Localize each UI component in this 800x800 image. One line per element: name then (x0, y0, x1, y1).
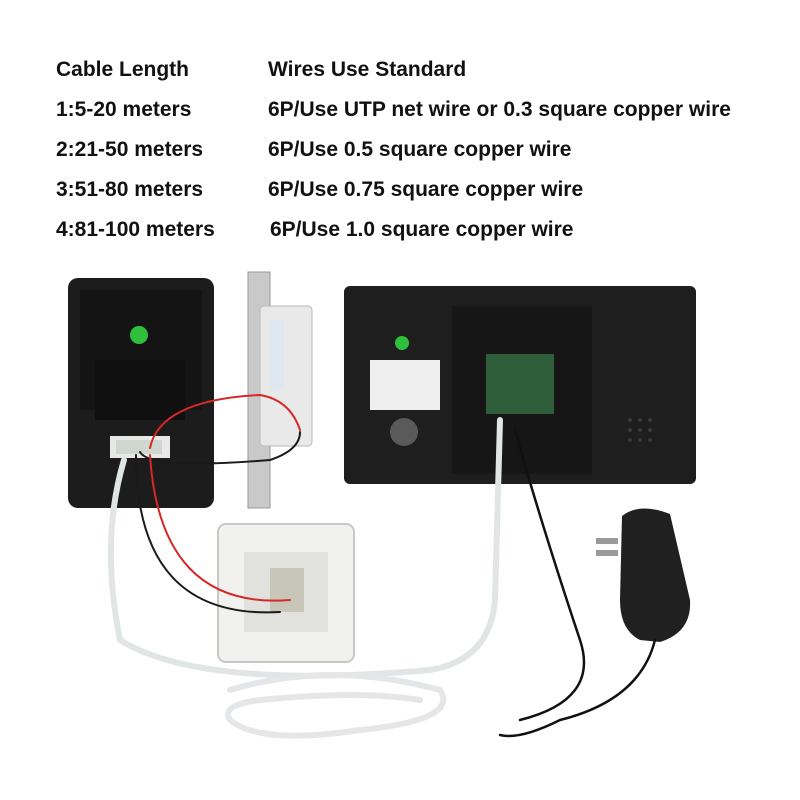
row-length: 4:81-100 meters (56, 218, 215, 241)
row-standard: 6P/Use 0.75 square copper wire (268, 178, 584, 201)
power-adapter (596, 508, 691, 642)
row-standard: 6P/Use 0.5 square copper wire (268, 138, 572, 161)
row-standard: 6P/Use 1.0 square copper wire (270, 218, 574, 241)
wires (107, 393, 657, 739)
exit-switch (217, 523, 355, 663)
header-cable-length: Cable Length (56, 58, 190, 81)
row-length: 3:51-80 meters (56, 178, 204, 201)
product-photo (68, 271, 696, 739)
outdoor-camera-unit (68, 278, 214, 508)
row-length: 1:5-20 meters (56, 98, 192, 121)
row-standard: 6P/Use UTP net wire or 0.3 square copper… (268, 98, 731, 121)
row-length: 2:21-50 meters (56, 138, 204, 161)
indoor-monitor (344, 286, 696, 484)
header-wires-use-standard: Wires Use Standard (268, 58, 467, 81)
electric-lock (247, 271, 313, 509)
cable-spec-table: Cable Length Wires Use Standard 1:5-20 m… (0, 0, 800, 260)
